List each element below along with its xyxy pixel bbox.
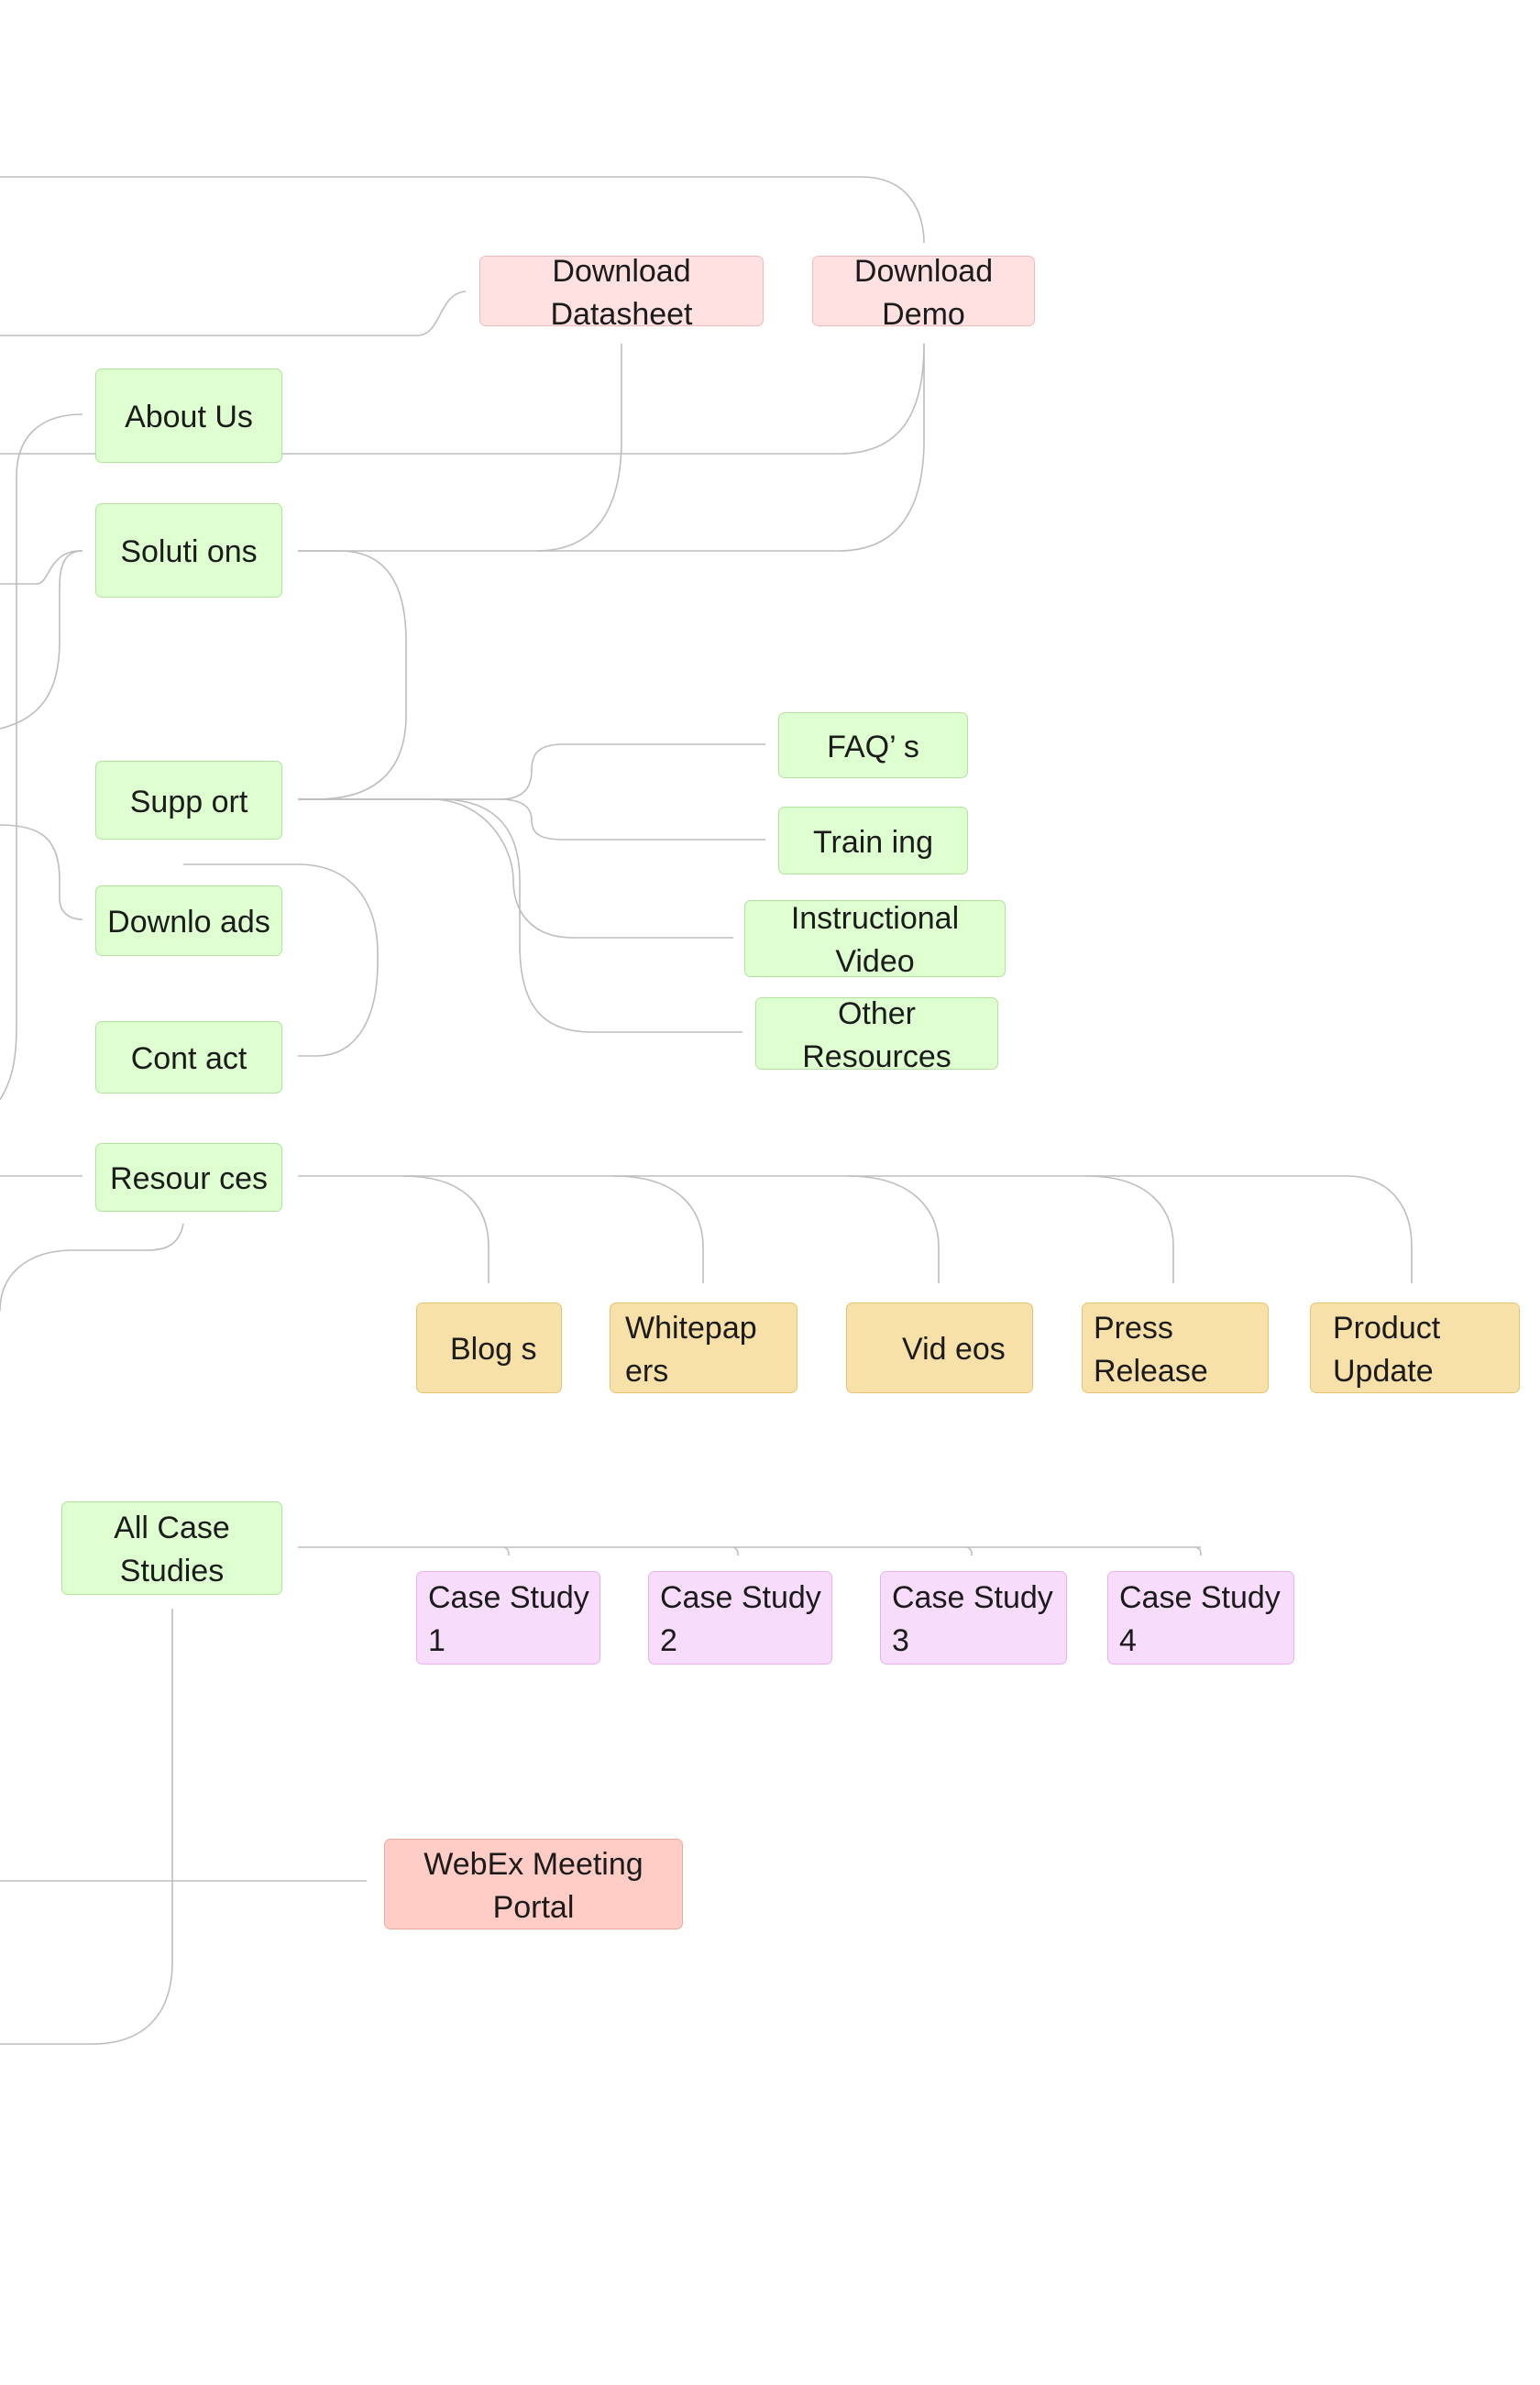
edge-support-to-faqs bbox=[298, 743, 765, 800]
solutions-node[interactable]: Soluti ons bbox=[95, 503, 282, 598]
webex-meeting-portal-node[interactable]: WebEx Meeting Portal bbox=[384, 1839, 683, 1929]
edge-to-download-datasheet bbox=[0, 291, 467, 336]
all-case-studies-node[interactable]: All Case Studies bbox=[61, 1501, 282, 1595]
edge-contact-to-support bbox=[183, 863, 379, 1057]
case-study-3-node[interactable]: Case Study 3 bbox=[880, 1571, 1067, 1665]
edge-to-solutions bbox=[0, 550, 83, 585]
blogs-node[interactable]: Blog s bbox=[416, 1302, 562, 1393]
edge-to-case-1 bbox=[503, 1546, 510, 1556]
whitepapers-node[interactable]: Whitepap ers bbox=[610, 1302, 798, 1393]
edge-to-blogs bbox=[402, 1175, 490, 1283]
edge-support-to-other bbox=[298, 798, 742, 1033]
instructional-video-node[interactable]: Instructional Video bbox=[744, 900, 1006, 979]
edge-to-case-3 bbox=[966, 1546, 973, 1556]
downloads-node[interactable]: Downlo ads bbox=[95, 885, 282, 956]
edge-to-case-2 bbox=[732, 1546, 739, 1556]
edge-to-whitepapers bbox=[613, 1175, 704, 1283]
product-update-node[interactable]: Product Update bbox=[1310, 1302, 1520, 1393]
edge-to-download-demo bbox=[0, 176, 925, 244]
edge-resources-main bbox=[298, 1175, 1413, 1283]
edge-support-to-training bbox=[298, 798, 765, 841]
support-node[interactable]: Supp ort bbox=[95, 761, 282, 840]
download-demo-node[interactable]: Download Demo bbox=[812, 254, 1035, 332]
case-study-1-node[interactable]: Case Study 1 bbox=[416, 1571, 600, 1665]
resources-node[interactable]: Resour ces bbox=[95, 1143, 282, 1212]
edge-solutions-to-support bbox=[298, 550, 407, 800]
edge-to-videos bbox=[847, 1175, 940, 1283]
case-study-2-node[interactable]: Case Study 2 bbox=[648, 1571, 832, 1665]
about-us-node[interactable]: About Us bbox=[95, 368, 282, 463]
edge-bottom-to-all-case-studies bbox=[0, 1609, 173, 2045]
edge-to-about-us bbox=[0, 413, 83, 1101]
download-datasheet-node[interactable]: Download Datasheet bbox=[479, 254, 764, 332]
edge-to-case-4 bbox=[1195, 1546, 1202, 1556]
edge-to-press-release bbox=[1085, 1175, 1174, 1283]
edge-demo-to-about bbox=[0, 343, 925, 455]
edge-solutions-down bbox=[0, 550, 83, 730]
edge-demo-to-solutions bbox=[536, 344, 925, 552]
faqs-node[interactable]: FAQ’ s bbox=[778, 712, 968, 778]
edge-resources-to-case-studies bbox=[0, 1223, 184, 1312]
training-node[interactable]: Train ing bbox=[778, 807, 968, 874]
case-study-4-node[interactable]: Case Study 4 bbox=[1107, 1571, 1294, 1665]
edge-to-downloads bbox=[0, 824, 83, 920]
contact-node[interactable]: Cont act bbox=[95, 1021, 282, 1094]
other-resources-node[interactable]: Other Resources bbox=[755, 996, 998, 1074]
edge-datasheet-to-solutions bbox=[298, 344, 622, 552]
edge-support-to-video bbox=[298, 798, 733, 939]
press-release-node[interactable]: Press Release bbox=[1082, 1302, 1269, 1393]
videos-node[interactable]: Vid eos bbox=[846, 1302, 1033, 1393]
